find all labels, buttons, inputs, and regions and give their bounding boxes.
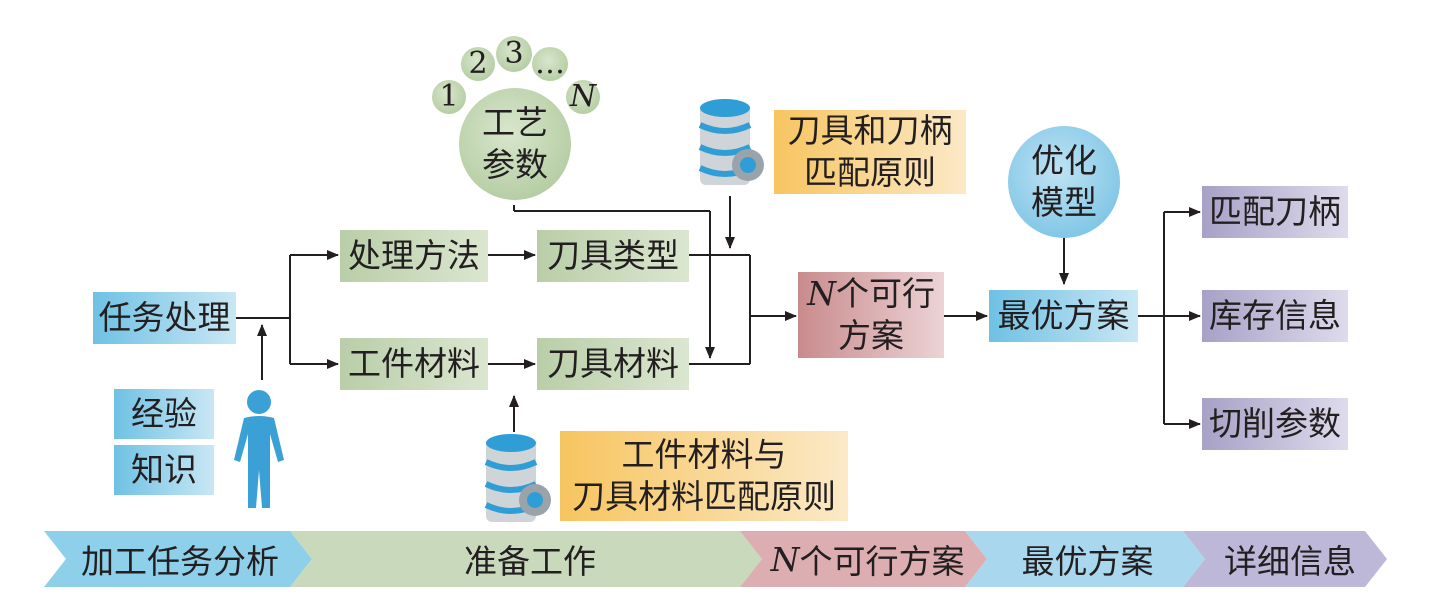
output-box-2: 库存信息 bbox=[1202, 290, 1348, 342]
param-number-n: N bbox=[566, 79, 600, 114]
output-label-1: 匹配刀柄 bbox=[1209, 192, 1341, 231]
process-params-line1: 工艺 bbox=[482, 103, 548, 142]
model-line1: 优化 bbox=[1031, 141, 1097, 180]
phase-band bbox=[44, 531, 1387, 587]
feasible-line2: 方案 bbox=[838, 316, 904, 355]
tool-holder-rule-line1: 刀具和刀柄 bbox=[787, 111, 953, 150]
output-label-2: 库存信息 bbox=[1209, 296, 1341, 335]
feasible-box: N个可行 方案 bbox=[798, 272, 944, 358]
database-gear-icon bbox=[698, 99, 764, 185]
phase-shape-4 bbox=[965, 531, 1205, 587]
phase-label-5: 详细信息 bbox=[1224, 542, 1356, 581]
best-plan-label: 最优方案 bbox=[997, 296, 1130, 335]
tool-holder-rule-line2: 匹配原则 bbox=[804, 153, 936, 192]
tool-material-box: 刀具材料 bbox=[537, 338, 689, 390]
experience-box: 经验 bbox=[114, 389, 214, 439]
material-rule-line2: 刀具材料匹配原则 bbox=[572, 477, 836, 516]
method-label: 处理方法 bbox=[348, 236, 480, 275]
method-box: 处理方法 bbox=[340, 230, 488, 282]
model-line2: 模型 bbox=[1031, 183, 1097, 222]
person-icon bbox=[234, 390, 284, 508]
param-number-1: 1 bbox=[432, 79, 466, 114]
phase-shape-3 bbox=[740, 531, 987, 587]
phase-label-2: 准备工作 bbox=[464, 542, 596, 581]
param-number-3: 3 bbox=[496, 36, 532, 72]
phase-shape-2 bbox=[290, 531, 762, 587]
output-label-3: 切削参数 bbox=[1209, 404, 1341, 443]
output-box-3: 切削参数 bbox=[1202, 398, 1348, 450]
material-rule-line1: 工件材料与 bbox=[621, 435, 787, 474]
feasible-line1: 个可行 bbox=[835, 274, 935, 313]
experience-label: 经验 bbox=[131, 394, 197, 433]
tool-type-box: 刀具类型 bbox=[537, 230, 689, 282]
workpiece-material-box: 工件材料 bbox=[340, 338, 488, 390]
material-rule-box: 工件材料与 刀具材料匹配原则 bbox=[560, 431, 848, 521]
workpiece-material-label: 工件材料 bbox=[348, 344, 480, 383]
phase-label-1: 加工任务分析 bbox=[81, 542, 279, 581]
tool-type-label: 刀具类型 bbox=[547, 236, 679, 275]
phase-shape-1 bbox=[44, 531, 312, 587]
tool-material-label: 刀具材料 bbox=[547, 344, 679, 383]
database-gear-icon bbox=[484, 434, 551, 522]
process-params-line2: 参数 bbox=[482, 145, 548, 184]
tool-holder-rule-box: 刀具和刀柄 匹配原则 bbox=[774, 110, 966, 194]
output-box-1: 匹配刀柄 bbox=[1202, 186, 1348, 238]
knowledge-label: 知识 bbox=[131, 450, 197, 489]
param-number-ellipsis: … bbox=[532, 46, 568, 81]
phase-label-4: 最优方案 bbox=[1021, 542, 1154, 581]
feasible-n: N bbox=[807, 274, 836, 313]
task-label: 任务处理 bbox=[98, 298, 231, 337]
best-plan-box: 最优方案 bbox=[989, 290, 1138, 342]
process-params-circle: 工艺 参数 bbox=[459, 88, 571, 200]
knowledge-box: 知识 bbox=[114, 445, 214, 495]
param-number-2: 2 bbox=[461, 46, 495, 81]
optimization-model-circle: 优化 模型 bbox=[1008, 126, 1120, 238]
task-box: 任务处理 bbox=[93, 292, 236, 344]
phase-shape-5 bbox=[1183, 531, 1387, 587]
